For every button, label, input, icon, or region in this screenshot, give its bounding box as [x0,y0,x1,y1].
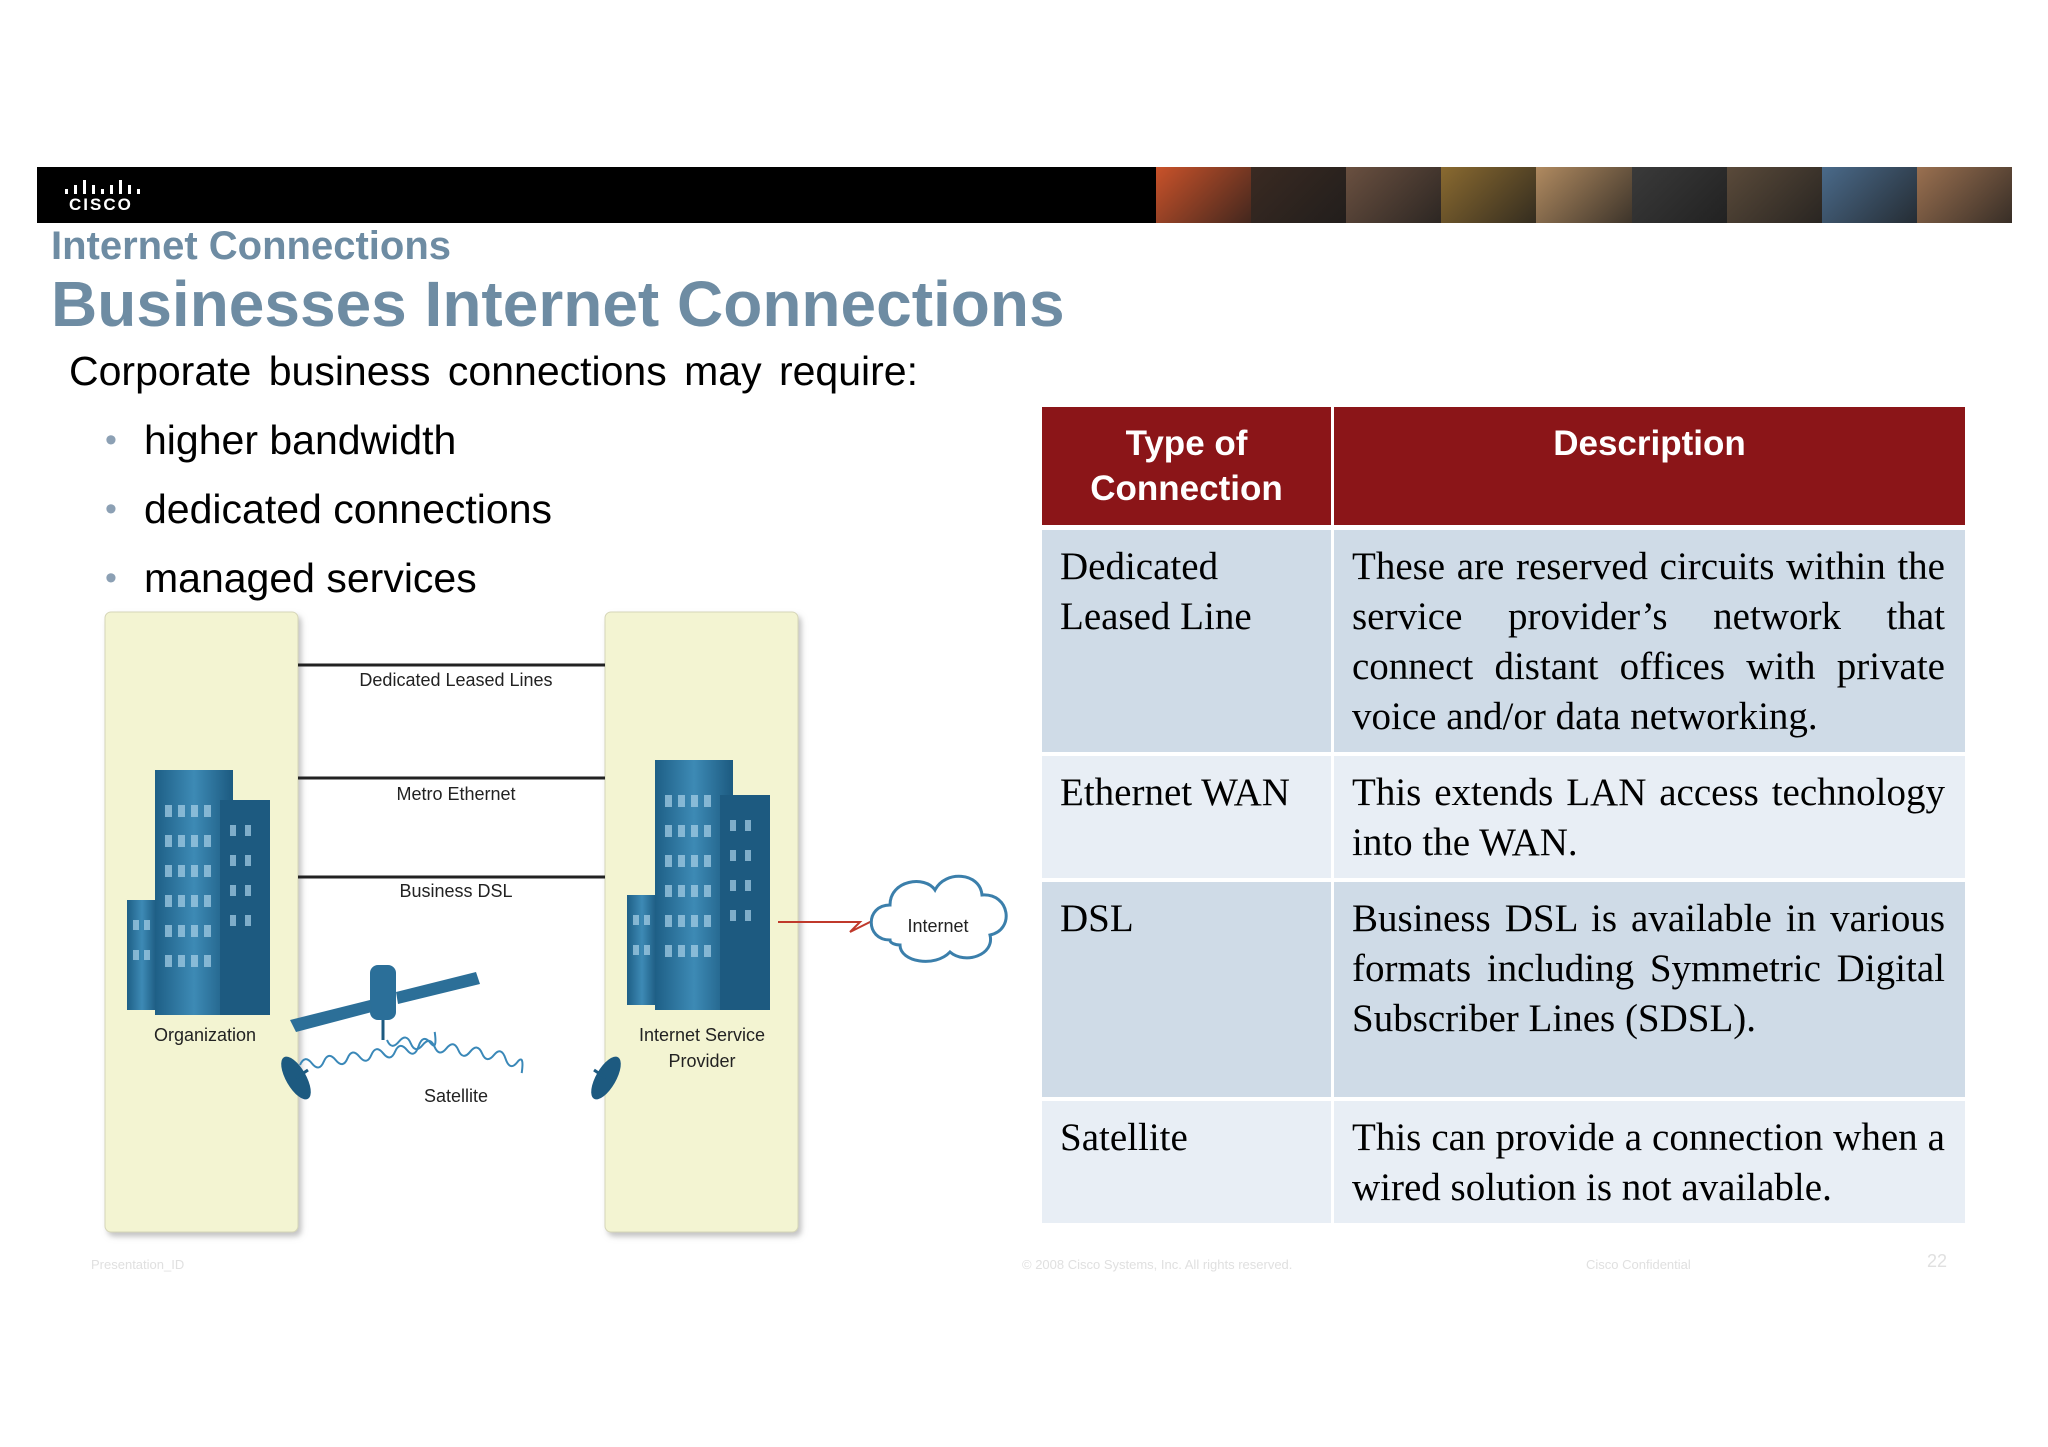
table-row: Ethernet WAN This extends LAN access tec… [1042,754,1965,882]
bullet-text: dedicated connections [144,486,553,532]
column-header-type: Type of Connection [1042,407,1334,530]
header-photo-tile [1726,167,1822,223]
metro-ethernet-label: Metro Ethernet [396,784,515,804]
cisco-logo: CISCO [63,178,153,214]
satellite-downlink-wave [386,1036,524,1074]
header-photo-tile [1821,167,1917,223]
bullet-list: • higher bandwidth • dedicated connections… [105,410,552,617]
business-dsl-label: Business DSL [399,881,512,901]
slide-title: Businesses Internet Connections [51,268,1065,340]
header-photo-tile [1631,167,1727,223]
organization-building-icon [127,770,270,1015]
header-photo-tile [1251,167,1347,223]
satellite-label: Satellite [424,1086,488,1106]
leased-lines-label: Dedicated Leased Lines [359,670,552,690]
section-title: Internet Connections [51,224,452,268]
connection-description-cell: This can provide a connection when a wir… [1332,1099,1965,1227]
connection-type-cell: DSL [1042,880,1334,1101]
connection-description-cell: This extends LAN access technology into … [1332,754,1965,882]
bullet-item: • managed services [105,548,552,617]
satellite-icon [290,965,480,1040]
network-diagram: Dedicated Leased Lines Metro Ethernet Bu… [104,611,1008,1233]
connection-types-table: Type of Connection Description Dedicated… [1042,407,1965,1227]
bullet-text: higher bandwidth [144,417,457,463]
bullet-dot-icon: • [105,421,117,459]
footer-copyright: © 2008 Cisco Systems, Inc. All rights re… [1022,1257,1293,1272]
footer-confidential: Cisco Confidential [1586,1257,1691,1272]
connection-description-cell: Business DSL is available in various for… [1332,880,1965,1101]
organization-label: Organization [154,1025,256,1045]
connection-description-cell: These are reserved circuits within the s… [1332,527,1965,756]
bullet-dot-icon: • [105,559,117,597]
footer-page-number: 22 [1927,1251,1948,1271]
organization-dish-icon [281,1056,311,1100]
internet-label: Internet [907,916,968,936]
bullet-dot-icon: • [105,490,117,528]
header-photo-tile [1346,167,1442,223]
table-row: DSL Business DSL is available in various… [1042,880,1965,1101]
connection-type-cell: Dedicated Leased Line [1042,527,1334,756]
footer-presentation-id: Presentation_ID [91,1257,185,1272]
table-row: Satellite This can provide a connection … [1042,1099,1965,1227]
cisco-logo-text: CISCO [69,195,133,214]
bullet-item: • higher bandwidth [105,410,552,479]
table-row: Dedicated Leased Line These are reserved… [1042,527,1965,756]
bullet-text: managed services [144,555,477,601]
bullet-item: • dedicated connections [105,479,552,548]
header-photo-tile [1536,167,1632,223]
isp-label-line1: Internet Service [639,1025,765,1045]
internet-cloud-icon [869,874,1008,963]
intro-text: Corporate business connections may requi… [69,348,918,394]
header-photo-tile [1156,167,1252,223]
isp-label-line2: Provider [668,1051,735,1071]
connection-type-cell: Ethernet WAN [1042,754,1334,882]
satellite-uplink-wave [299,1031,437,1069]
header-photo-tile [1916,167,2012,223]
header-photo-strip [1156,167,2012,223]
cisco-logo-bars-icon [65,180,145,194]
connection-type-cell: Satellite [1042,1099,1334,1227]
isp-building-icon [627,760,770,1010]
header-photo-tile [1441,167,1537,223]
isp-dish-icon [591,1056,621,1100]
table-header-row: Type of Connection Description [1042,407,1965,530]
column-header-description: Description [1332,407,1965,530]
